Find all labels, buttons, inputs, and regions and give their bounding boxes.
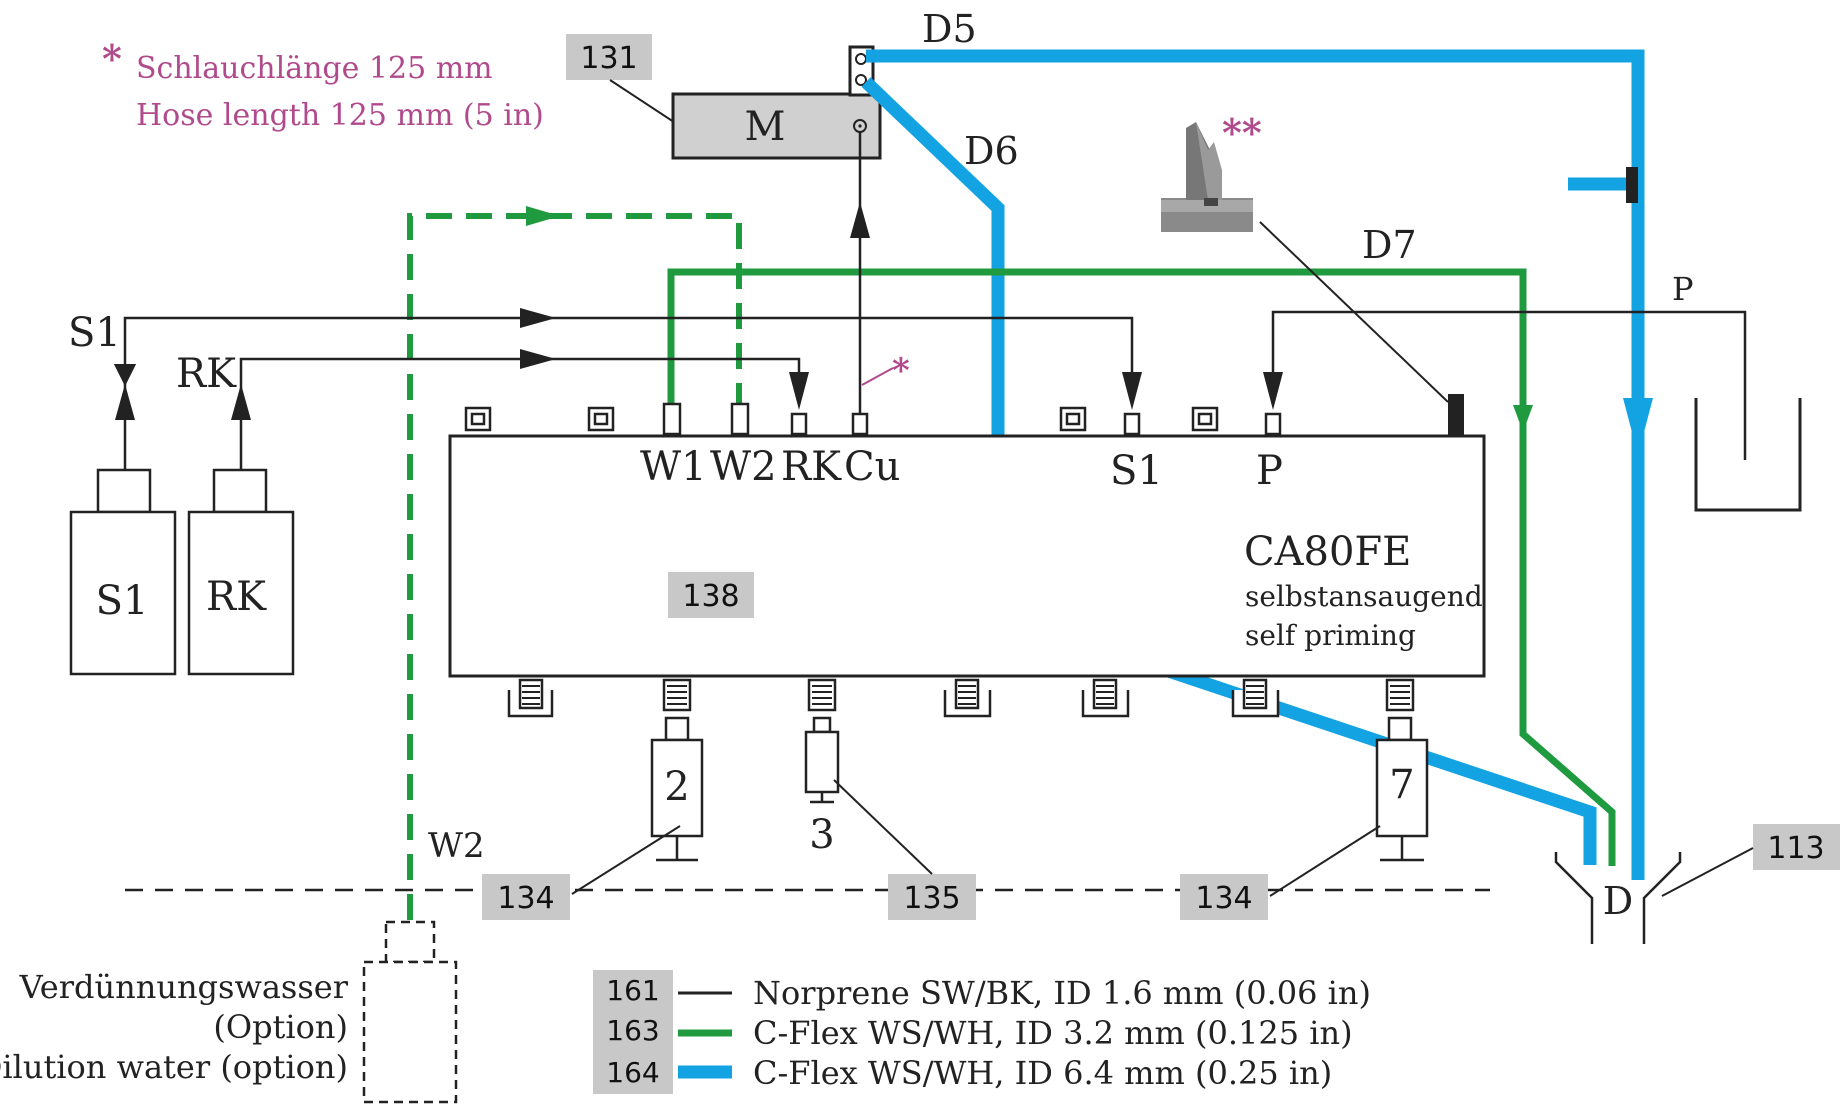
- svg-text:163: 163: [606, 1014, 659, 1047]
- valve-2-label: 2: [664, 764, 689, 810]
- valve-3: [804, 716, 840, 804]
- green-arrow-d7: [1513, 405, 1533, 432]
- drain-funnel: [1554, 852, 1682, 944]
- svg-text:113: 113: [1767, 831, 1824, 866]
- svg-text:135: 135: [903, 881, 960, 916]
- label-d5: D5: [922, 7, 977, 51]
- port-cu: Cu: [844, 444, 900, 490]
- bottle-s1: S1: [69, 468, 177, 676]
- legend-row-164: 164 C-Flex WS/WH, ID 6.4 mm (0.25 in): [593, 1050, 1332, 1094]
- port-rk: RK: [781, 444, 842, 490]
- green-tube-d7: [667, 268, 1616, 866]
- label-d7: D7: [1362, 223, 1417, 267]
- svg-text:Norprene SW/BK, ID 1.6 mm (0.0: Norprene SW/BK, ID 1.6 mm (0.06 in): [753, 974, 1371, 1012]
- bottle-rk: RK: [187, 468, 295, 676]
- legend-row-161: 161 Norprene SW/BK, ID 1.6 mm (0.06 in): [593, 970, 1371, 1012]
- device-body: CA80FE selbstansaugend self priming: [448, 434, 1486, 678]
- blue-arrow-d5: [1623, 398, 1653, 455]
- svg-text:134: 134: [497, 881, 554, 916]
- note-line-de: Schlauchlänge 125 mm: [136, 51, 493, 86]
- dilution-de1: Verdünnungswasser: [19, 968, 349, 1006]
- cu-star-leader: [861, 367, 894, 386]
- cu-star: *: [892, 351, 910, 391]
- callout-113: 113: [1661, 824, 1840, 897]
- dilution-bottle: [362, 920, 458, 1104]
- svg-text:C-Flex WS/WH, ID 6.4 mm (0.25: C-Flex WS/WH, ID 6.4 mm (0.25 in): [753, 1054, 1332, 1092]
- black-tube-p: [1271, 310, 1747, 460]
- valve-2: [650, 716, 704, 862]
- dilution-en: Dilution water (option): [0, 1048, 348, 1086]
- arrow-s1-port: [1122, 372, 1142, 410]
- label-p-line: P: [1672, 270, 1694, 308]
- dilution-de2: (Option): [213, 1008, 348, 1046]
- port-w2: W2: [710, 444, 777, 490]
- device-model: CA80FE: [1244, 529, 1411, 575]
- bottle-s1-label: S1: [96, 578, 149, 624]
- legend-row-163: 163 C-Flex WS/WH, ID 3.2 mm (0.125 in): [593, 1010, 1353, 1052]
- note-star: *: [102, 36, 122, 81]
- valve-7: [1375, 716, 1429, 862]
- blue-t-branch: [1568, 167, 1638, 203]
- arrow-s1-line: [520, 308, 556, 328]
- p-beaker: [1694, 398, 1802, 512]
- top-ports: [464, 402, 1282, 436]
- blue-tube-d5: [866, 49, 1645, 880]
- arrow-s1-bottle: [115, 384, 135, 420]
- arrow-cu: [850, 202, 870, 238]
- svg-text:138: 138: [682, 579, 739, 614]
- valve-7-label: 7: [1389, 762, 1414, 808]
- d7-connector: [1448, 394, 1464, 436]
- callout-135: 135: [833, 779, 976, 920]
- device-line1: selbstansaugend: [1245, 580, 1483, 613]
- motor-box: M: [671, 92, 882, 160]
- valve-3-label: 3: [809, 812, 834, 858]
- callout-134-right: 134: [1180, 825, 1381, 920]
- svg-text:131: 131: [580, 41, 637, 76]
- callout-134-left: 134: [482, 825, 681, 920]
- label-d6: D6: [964, 129, 1019, 173]
- svg-text:134: 134: [1195, 881, 1252, 916]
- callout-131: 131: [566, 34, 681, 127]
- note-line-en: Hose length 125 mm (5 in): [136, 98, 544, 133]
- svg-text:161: 161: [606, 974, 659, 1007]
- green-dashed-w2: [407, 213, 742, 920]
- arrow-p-port: [1263, 372, 1283, 410]
- green-arrow-w2: [526, 206, 560, 226]
- label-rk-line: RK: [176, 351, 237, 397]
- double-star: **: [1222, 110, 1262, 155]
- svg-text:164: 164: [606, 1056, 659, 1089]
- port-w1: W1: [640, 444, 707, 490]
- drain-label: D: [1603, 879, 1633, 923]
- arrow-rk-port: [789, 372, 809, 410]
- device-line2: self priming: [1245, 619, 1416, 652]
- socket-hatching: [522, 685, 1410, 705]
- label-w2-line: W2: [428, 826, 485, 866]
- bottle-rk-label: RK: [206, 574, 267, 620]
- callout-138: 138: [668, 572, 754, 618]
- arrow-rk-line: [520, 349, 556, 369]
- port-s1: S1: [1110, 448, 1163, 494]
- connector-detail-image: **: [1161, 110, 1449, 403]
- motor-label: M: [745, 104, 786, 150]
- legend: 161 Norprene SW/BK, ID 1.6 mm (0.06 in) …: [593, 970, 1371, 1094]
- hose-length-note: * Schlauchlänge 125 mm Hose length 125 m…: [102, 36, 544, 133]
- arrow-rk-bottle: [231, 384, 251, 420]
- svg-text:C-Flex WS/WH, ID 3.2 mm (0.125: C-Flex WS/WH, ID 3.2 mm (0.125 in): [753, 1014, 1353, 1052]
- label-s1-line: S1: [68, 310, 121, 356]
- port-p: P: [1256, 448, 1283, 494]
